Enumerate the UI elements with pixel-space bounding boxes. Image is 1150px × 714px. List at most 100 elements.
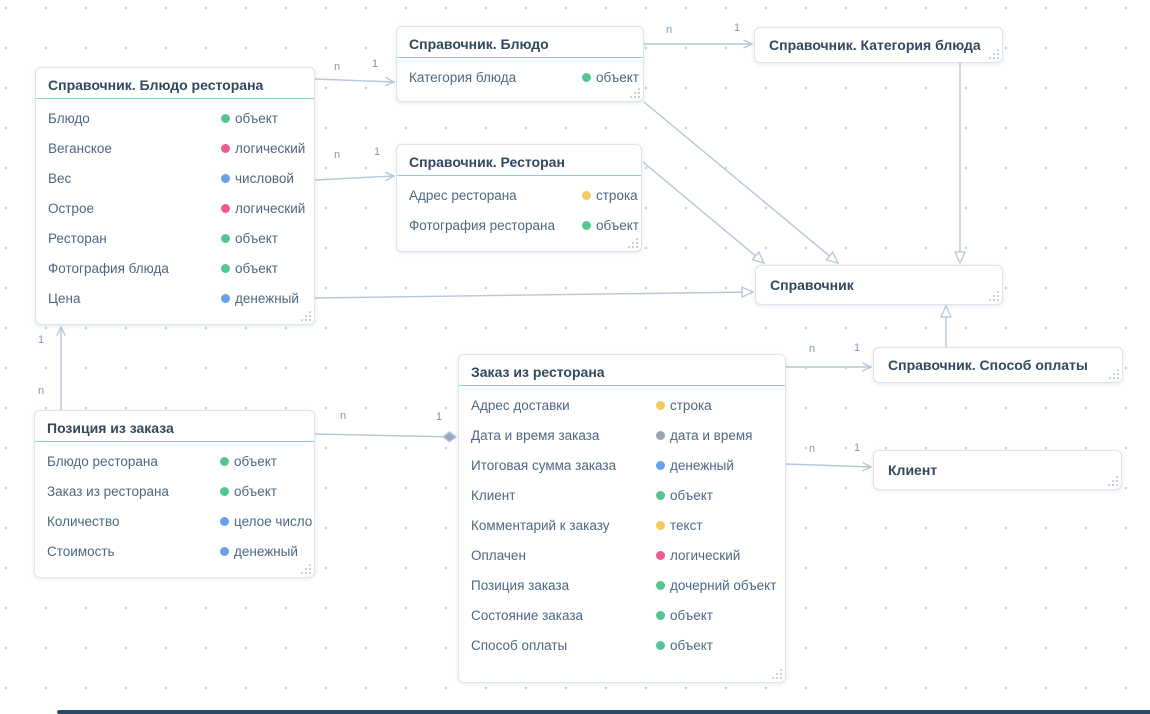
type-dot-icon	[220, 486, 229, 496]
field-type: денежный	[221, 291, 299, 306]
entity-title: Справочник. Блюдо	[397, 27, 643, 58]
entity-title: Позиция из заказа	[35, 411, 314, 442]
type-dot-icon	[220, 516, 229, 526]
field-name: Веганское	[48, 140, 112, 156]
connection-restaurant-dish--reference[interactable]	[314, 286, 755, 299]
entity-card-payment-method[interactable]: Справочник. Способ оплаты	[873, 347, 1123, 383]
field-type: денежный	[656, 458, 734, 473]
field-type: денежный	[220, 544, 298, 559]
field-name: Категория блюда	[409, 69, 517, 85]
cardinality-label: 1	[436, 411, 442, 423]
field-type: логический	[656, 548, 740, 563]
entity-card-reference[interactable]: Справочник	[755, 265, 1003, 305]
entity-title: Заказ из ресторана	[459, 355, 785, 386]
field-name: Стоимость	[47, 543, 115, 559]
cardinality-label: n	[809, 343, 815, 355]
entity-card-dish-category[interactable]: Справочник. Категория блюда	[754, 27, 1003, 63]
resize-grip[interactable]	[988, 48, 999, 59]
field-type-label: денежный	[235, 290, 299, 306]
field-name: Адрес доставки	[471, 397, 570, 413]
entity-title: Справочник. Блюдо ресторана	[36, 68, 314, 99]
resize-grip[interactable]	[988, 290, 999, 301]
entity-title: Клиент	[888, 462, 938, 478]
type-dot-icon	[656, 490, 665, 500]
field-name: Цена	[48, 290, 81, 306]
field-name: Оплачен	[471, 547, 526, 563]
field-row: Итоговая сумма заказа денежный	[471, 450, 773, 480]
field-type-label: строка	[670, 397, 712, 413]
field-type-label: логический	[670, 547, 741, 563]
field-type: объект	[221, 111, 278, 126]
connection-order-item--restaurant-dish[interactable]: 1n	[38, 326, 66, 410]
field-type-label: логический	[235, 200, 306, 216]
field-type-label: числовой	[235, 170, 294, 186]
field-type: объект	[221, 261, 278, 276]
type-dot-icon	[582, 190, 591, 200]
connection-dish--reference[interactable]	[643, 101, 840, 265]
cardinality-label: 1	[38, 334, 44, 346]
resize-grip[interactable]	[300, 310, 311, 321]
field-type-label: дочерний объект	[670, 577, 777, 593]
type-dot-icon	[656, 640, 665, 650]
field-name: Состояние заказа	[471, 607, 584, 623]
field-row: Стоимость денежный	[47, 536, 302, 566]
field-name: Заказ из ресторана	[47, 483, 169, 499]
field-type: числовой	[221, 171, 294, 186]
type-dot-icon	[656, 610, 665, 620]
connection-restaurant--reference[interactable]	[642, 161, 766, 265]
field-type: целое число	[220, 514, 312, 529]
resize-grip[interactable]	[1107, 475, 1118, 486]
type-dot-icon	[221, 143, 230, 153]
field-name: Итоговая сумма заказа	[471, 457, 617, 473]
cardinality-label: 1	[854, 342, 860, 354]
field-type-label: объект	[234, 483, 277, 499]
field-name: Способ оплаты	[471, 637, 568, 653]
type-dot-icon	[221, 263, 230, 273]
field-type-label: объект	[670, 607, 713, 623]
type-dot-icon	[656, 580, 665, 590]
field-row: Позиция заказа дочерний объект	[471, 570, 777, 600]
field-type-label: дата и время	[670, 427, 753, 443]
field-name: Ресторан	[48, 230, 107, 246]
horizontal-scrollbar-thumb[interactable]	[57, 710, 1150, 714]
resize-grip[interactable]	[627, 237, 638, 248]
field-row: Состояние заказа объект	[471, 600, 773, 630]
resize-grip[interactable]	[1108, 368, 1119, 379]
field-name: Фотография ресторана	[409, 217, 555, 233]
resize-grip[interactable]	[300, 563, 311, 574]
field-type-label: денежный	[234, 543, 298, 559]
connection-dish-category--reference[interactable]	[953, 63, 967, 265]
entity-title: Справочник. Категория блюда	[769, 37, 981, 53]
entity-card-client[interactable]: Клиент	[873, 450, 1122, 490]
field-type: текст	[656, 518, 703, 533]
resize-grip[interactable]	[629, 87, 640, 98]
connection-payment-method--reference[interactable]	[939, 304, 953, 347]
field-type: строка	[656, 398, 712, 413]
resize-grip[interactable]	[771, 668, 782, 679]
field-name: Позиция заказа	[471, 577, 570, 593]
field-type-label: текст	[670, 517, 703, 533]
type-dot-icon	[656, 400, 665, 410]
type-dot-icon	[582, 72, 591, 82]
